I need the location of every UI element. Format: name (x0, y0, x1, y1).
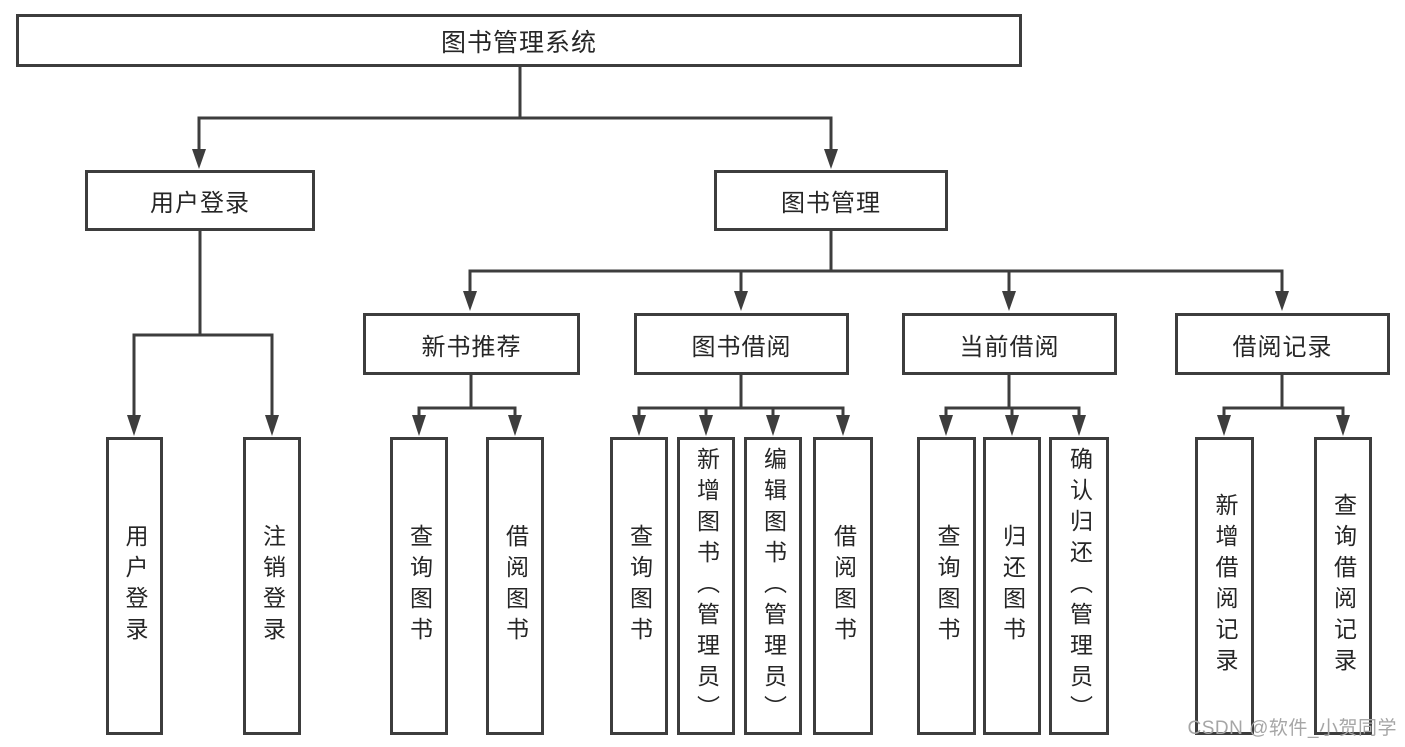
node-user-login: 用户登录 (85, 170, 315, 231)
node-current-borrow: 当前借阅 (902, 313, 1117, 375)
leaf-bb-borrow-book: 借阅图书 (813, 437, 873, 735)
leaf-br-add-record: 新增借阅记录 (1195, 437, 1254, 735)
leaf-cb-confirm-return-admin: 确认归还（管理员） (1049, 437, 1109, 735)
leaf-bb-query-book: 查询图书 (610, 437, 668, 735)
leaf-cb-return-book: 归还图书 (983, 437, 1041, 735)
leaf-bb-edit-book-admin: 编辑图书（管理员） (744, 437, 802, 735)
leaf-rec-query-book: 查询图书 (390, 437, 448, 735)
arrowheads (127, 149, 1350, 436)
leaf-bb-add-book-admin: 新增图书（管理员） (677, 437, 735, 735)
leaf-rec-borrow-book: 借阅图书 (486, 437, 544, 735)
node-book-borrow: 图书借阅 (634, 313, 849, 375)
node-library-management-system: 图书管理系统 (16, 14, 1022, 67)
node-new-book-recommend: 新书推荐 (363, 313, 580, 375)
leaf-user-login: 用户登录 (106, 437, 163, 735)
leaf-logout: 注销登录 (243, 437, 301, 735)
node-borrow-record: 借阅记录 (1175, 313, 1390, 375)
leaf-cb-query-book: 查询图书 (917, 437, 976, 735)
node-book-management: 图书管理 (714, 170, 948, 231)
leaf-br-query-record: 查询借阅记录 (1314, 437, 1372, 735)
